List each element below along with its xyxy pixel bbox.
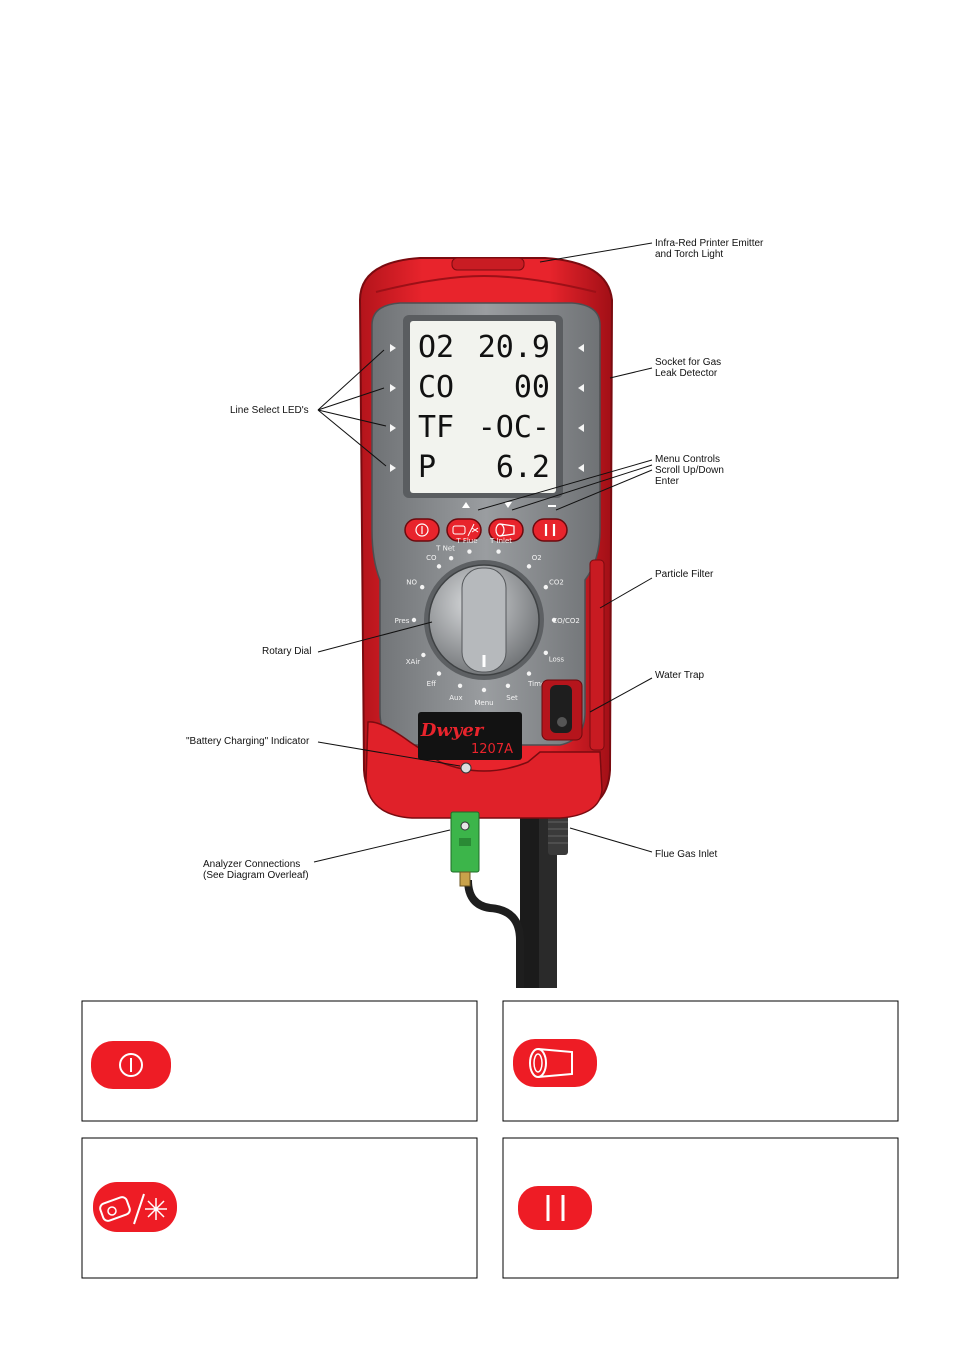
battery-indicator [460, 762, 472, 774]
callout-gas-socket: Socket for Gas Leak Detector [655, 357, 722, 379]
rotary-dial[interactable] [424, 560, 544, 680]
dial-position-label: XAir [406, 658, 421, 666]
hold-icon [518, 1186, 592, 1230]
dial-position-label: T Net [435, 545, 455, 553]
dial-position-label: Time [527, 680, 545, 688]
printer-torch-button[interactable] [446, 518, 482, 542]
led-right-3 [578, 424, 584, 432]
callout-flue-inlet: Flue Gas Inlet [655, 849, 718, 860]
model-number: 1207A [471, 742, 513, 757]
brand-name: Dwyer [420, 720, 485, 741]
row-4-label: P [418, 450, 436, 485]
dial-position-dot [526, 564, 532, 569]
row-1-label: O2 [418, 330, 454, 365]
dial-position-dot [421, 652, 426, 658]
dial-position-label: Pres [395, 617, 410, 625]
dial-position-dot [551, 617, 557, 623]
hold-button[interactable] [532, 518, 568, 542]
power-icon [91, 1041, 171, 1089]
thermocouple-cable [464, 879, 524, 988]
row-2-label: CO [418, 370, 454, 405]
led-right-4 [578, 464, 584, 472]
lcd-screen [410, 321, 556, 493]
ir-emitter [451, 257, 525, 271]
dial-position-label: NO [406, 579, 417, 587]
dial-position-dot [481, 687, 487, 693]
printer-torch-icon [93, 1182, 177, 1232]
dial-position-dot [411, 617, 417, 623]
dial-position-label: T Inlet [489, 537, 512, 545]
callout-water-trap: Water Trap [655, 670, 705, 681]
dial-position-dot [436, 564, 442, 569]
led-left-3 [390, 424, 396, 432]
dial-position-label: O2 [532, 554, 542, 562]
row-3-value: -OC- [478, 410, 550, 445]
dial-position-dot [496, 549, 501, 554]
dial-position-dot [436, 671, 442, 676]
led-left-4 [390, 464, 396, 472]
dial-position-label: CO [426, 554, 437, 562]
brand-plate [418, 712, 522, 760]
row-3-label: TF [418, 410, 454, 445]
led-right-2 [578, 384, 584, 392]
callout-line-select: Line Select LED's [230, 405, 309, 416]
dial-position-dot [526, 671, 532, 676]
keypad [404, 518, 568, 542]
dial-position-label: Loss [549, 655, 565, 663]
led-left-2 [390, 384, 396, 392]
pump-button[interactable] [488, 518, 524, 542]
dial-position-label: Aux [449, 694, 462, 702]
callout-rotary-dial: Rotary Dial [262, 646, 312, 657]
callout-menu-controls: Menu Controls Scroll Up/Down Enter [655, 454, 724, 487]
dial-position-dot [543, 584, 549, 590]
dial-position-dot [543, 650, 549, 656]
led-left-1 [390, 344, 396, 352]
dial-position-label: Set [506, 694, 518, 702]
dial-position-label: CO/CO2 [552, 617, 580, 625]
callout-particle-filter: Particle Filter [655, 569, 714, 580]
led-right-1 [578, 344, 584, 352]
dial-position-label: Eff [427, 680, 436, 688]
particle-filter [589, 559, 605, 751]
dial-position-dot [419, 584, 425, 590]
line-select-leds [390, 344, 584, 472]
power-button[interactable] [404, 518, 440, 542]
dial-position-label: Menu [474, 699, 493, 707]
dial-position-dot [457, 683, 463, 688]
leader-lines [313, 242, 653, 863]
dial-position-label: CO2 [549, 579, 564, 587]
callout-connections: Analyzer Connections (See Diagram Overle… [203, 859, 309, 881]
key-legend-boxes [81, 1000, 899, 1279]
callout-ir-emitter: Infra-Red Printer Emitter and Torch Ligh… [655, 238, 764, 260]
callout-battery: "Battery Charging" Indicator [186, 736, 310, 747]
row-2-value: 00 [514, 370, 550, 405]
pump-icon [513, 1039, 597, 1087]
dial-position-label: T Flue [455, 537, 477, 545]
dial-position-dot [467, 549, 472, 554]
dial-position-dot [448, 555, 454, 561]
dial-position-dot [505, 683, 511, 688]
row-1-value: 20.9 [478, 330, 550, 365]
row-4-value: 6.2 [496, 450, 550, 485]
